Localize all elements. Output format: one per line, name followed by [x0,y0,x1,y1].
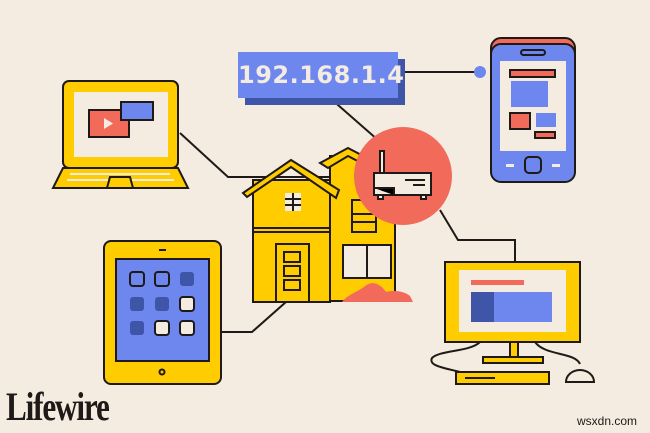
connection-dot-icon [474,66,486,78]
tablet-icon [103,240,222,385]
laptop-icon [51,80,190,189]
smartphone-icon [490,37,576,183]
desktop-computer-icon [430,261,596,385]
watermark-text: wsxdn.com [577,414,638,428]
ip-address-label: 192.168.1.4 [238,52,404,98]
bush-icon [342,283,413,302]
router-icon [354,127,452,225]
lifewire-logo: Lifewire [6,384,110,429]
